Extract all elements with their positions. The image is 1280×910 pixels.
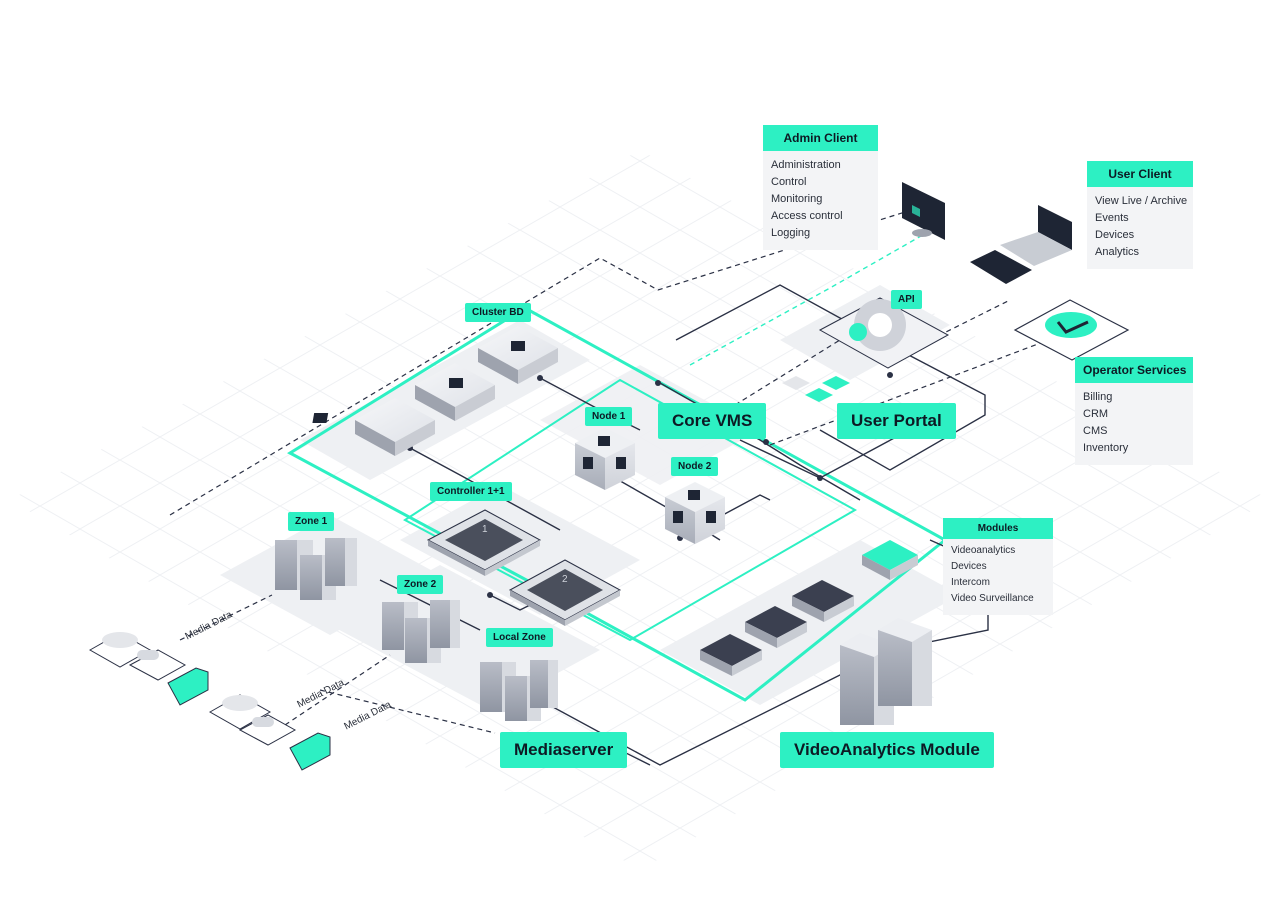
- zone-1-label: Zone 1: [288, 512, 335, 531]
- operator-disc: [1013, 299, 1130, 361]
- mediaserver-label: Mediaserver: [500, 732, 628, 768]
- portal-api-flow: [734, 339, 841, 406]
- list-item: View Live / Archive: [1095, 195, 1188, 207]
- admin-monitor: [902, 182, 945, 240]
- camera-group-2: [208, 694, 331, 771]
- list-item: Events: [1095, 212, 1129, 224]
- zone-1-racks: [275, 538, 357, 600]
- node-2-cube: [665, 482, 725, 544]
- controller-chip-1: [426, 509, 542, 576]
- controller-label: Controller 1+1: [430, 482, 512, 501]
- list-item: Access control: [771, 210, 843, 222]
- camera-group-1: [88, 632, 209, 706]
- list-item: Intercom: [951, 577, 990, 588]
- node-1-cube: [575, 428, 635, 490]
- list-item: Analytics: [1095, 246, 1140, 258]
- user-client-list: View Live / Archive Events Devices Analy…: [1087, 187, 1193, 269]
- api-gear: [818, 297, 950, 369]
- cluster-bd-label: Cluster BD: [465, 303, 531, 322]
- list-item: Monitoring: [771, 193, 823, 205]
- chip-number-2: 2: [562, 574, 568, 585]
- portal-to-operator-flow: [769, 329, 1076, 446]
- admin-client-panel: Admin Client Administration Control Moni…: [763, 125, 878, 250]
- zone-2-label: Zone 2: [397, 575, 444, 594]
- admin-client-title: Admin Client: [763, 125, 878, 151]
- module-tile-1: [700, 634, 762, 676]
- db-server-1: [312, 398, 435, 456]
- node-1-label: Node 1: [585, 407, 633, 426]
- local-zone-racks: [480, 660, 558, 721]
- portal-tiles: [782, 376, 850, 402]
- list-item: CMS: [1083, 425, 1108, 437]
- list-item: CRM: [1083, 408, 1109, 420]
- media-flow-2: [269, 654, 391, 736]
- zone-2-racks: [382, 600, 460, 663]
- list-item: Control: [771, 176, 807, 188]
- operator-services-list: Billing CRM CMS Inventory: [1075, 383, 1193, 465]
- outer-cluster-outline: [286, 306, 948, 702]
- cluster-db-servers: [312, 326, 558, 456]
- list-item: Administration: [771, 159, 841, 171]
- videoanalytics-racks: [840, 618, 932, 725]
- list-item: Billing: [1083, 391, 1113, 403]
- media-flow-3: [319, 689, 496, 734]
- modules-list: Videoanalytics Devices Intercom Video Su…: [943, 539, 1053, 615]
- list-item: Devices: [1095, 229, 1135, 241]
- core-vms-label: Core VMS: [658, 403, 767, 439]
- media-flow-1: [179, 594, 273, 641]
- operator-services-panel: Operator Services Billing CRM CMS Invent…: [1075, 357, 1193, 465]
- modules-title: Modules: [943, 518, 1053, 539]
- videoanalytics-module-label: VideoAnalytics Module: [780, 732, 994, 768]
- user-laptop: [1000, 205, 1072, 266]
- chip-number-1: 1: [482, 524, 488, 535]
- db-server-3: [478, 326, 558, 384]
- module-tiles: [700, 540, 918, 676]
- module-tile-accent: [862, 540, 918, 580]
- user-tablet: [970, 250, 1032, 284]
- api-label: API: [891, 290, 922, 309]
- local-zone-label: Local Zone: [486, 628, 553, 647]
- admin-client-list: Administration Control Monitoring Access…: [763, 151, 878, 250]
- db-server-2: [415, 363, 495, 421]
- node-2-label: Node 2: [671, 457, 719, 476]
- module-tile-3: [792, 580, 854, 622]
- operator-services-title: Operator Services: [1075, 357, 1193, 383]
- user-portal-label: User Portal: [837, 403, 956, 439]
- list-item: Videoanalytics: [951, 545, 1016, 556]
- dashed-flows: [169, 211, 1076, 736]
- cluster-to-admin-flow: [169, 211, 906, 516]
- controller-chip-2: [508, 559, 622, 626]
- user-client-title: User Client: [1087, 161, 1193, 187]
- modules-panel: Modules Videoanalytics Devices Intercom …: [943, 518, 1053, 615]
- list-item: Video Surveillance: [951, 593, 1034, 604]
- background-grid: [10, 150, 1270, 870]
- list-item: Inventory: [1083, 442, 1129, 454]
- list-item: Logging: [771, 227, 811, 239]
- user-client-panel: User Client View Live / Archive Events D…: [1087, 161, 1193, 269]
- module-tile-2: [745, 606, 807, 648]
- list-item: Devices: [951, 561, 987, 572]
